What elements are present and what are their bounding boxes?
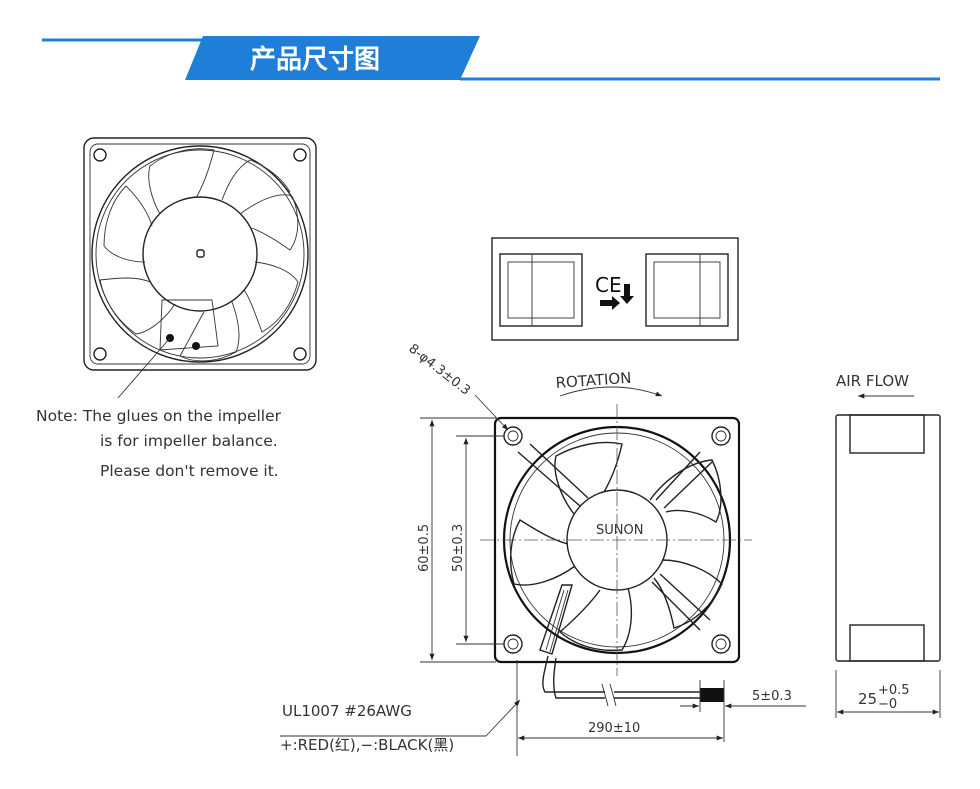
header-title-tab — [185, 36, 480, 80]
fan-side-view: AIR FLOW 25 +0.5 −0 — [835, 372, 941, 718]
dimension-wire-length: 290±10 — [518, 721, 723, 741]
top-view: CE — [491, 237, 739, 341]
dim-outer-label: 60±0.5 — [417, 524, 432, 572]
wire-strip-end — [700, 688, 724, 702]
dimension-outer-height: 60±0.5 — [417, 417, 496, 663]
hub-circle — [142, 196, 258, 312]
airflow-label: AIR FLOW — [836, 372, 909, 390]
inlet-window-right — [645, 253, 729, 327]
black-wire — [553, 657, 605, 699]
wire-spec-callout: UL1007 #26AWG +:RED(红),−:BLACK(黑) — [280, 699, 521, 754]
support-struts — [517, 443, 713, 631]
dim-thickness-tol-upper: +0.5 — [878, 683, 910, 698]
dimension-hole-pitch: 50±0.3 — [451, 435, 504, 645]
note-leader-line — [117, 337, 171, 399]
lead-wires — [542, 655, 725, 742]
fan-main-view: SUNON — [480, 404, 752, 756]
venturi-ring — [91, 145, 309, 363]
note-line-1: Note: The glues on the impeller — [36, 407, 282, 425]
note-block: Note: The glues on the impeller is for i… — [36, 407, 282, 480]
side-flange-bottom — [849, 624, 925, 662]
page-title: 产品尺寸图 — [250, 45, 380, 75]
section-header: 产品尺寸图 — [42, 36, 940, 81]
holes-dimension-label: 8-φ4.3±0.3 — [406, 341, 473, 398]
glue-mark-region — [159, 299, 219, 351]
mount-hole-icon — [93, 148, 107, 162]
frame-outline — [83, 137, 317, 371]
brand-label: SUNON — [596, 523, 643, 538]
ce-mark-icon: CE — [595, 273, 622, 297]
red-wire — [542, 655, 605, 693]
impeller-front-view — [83, 137, 317, 399]
dim-hole-pitch-label: 50±0.3 — [451, 524, 466, 572]
wire-channel — [539, 584, 573, 655]
note-line-3: Please don't remove it. — [100, 462, 279, 480]
dim-wire-length-label: 290±10 — [588, 721, 640, 736]
rotation-arrow-icon — [620, 284, 634, 304]
dim-thickness-label: 25 — [858, 690, 877, 708]
side-flange-top — [849, 414, 925, 454]
rotation-label: ROTATION — [555, 369, 632, 392]
hole-callout: 8-φ4.3±0.3 — [406, 341, 509, 431]
top-view-outline — [491, 237, 739, 341]
dim-thickness-tol-lower: −0 — [878, 697, 897, 712]
fan-blades — [509, 441, 723, 652]
impeller-blades — [99, 148, 299, 362]
mount-hole-icon — [503, 426, 523, 446]
rotation-callout: ROTATION — [555, 369, 663, 397]
wire-color-label: +:RED(红),−:BLACK(黑) — [280, 736, 454, 754]
wire-spec-label: UL1007 #26AWG — [282, 702, 412, 720]
inlet-window-left — [499, 253, 583, 327]
note-line-2: is for impeller balance. — [100, 432, 278, 450]
dimension-wire-strip: 5±0.3 — [680, 689, 806, 709]
airflow-arrow-icon — [600, 296, 620, 310]
dim-wire-strip-label: 5±0.3 — [752, 689, 792, 704]
hub-center-icon — [196, 249, 205, 258]
